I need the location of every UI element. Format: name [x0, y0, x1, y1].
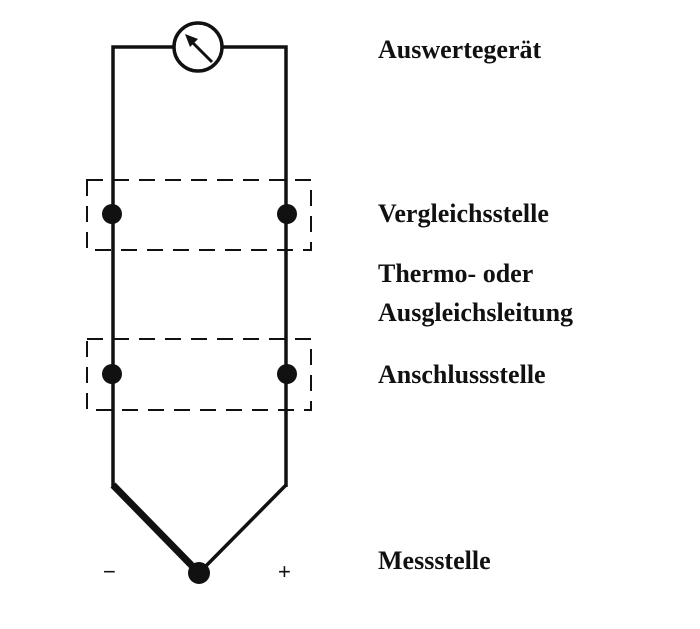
junction-dot: [102, 364, 122, 384]
label-meter: Auswertegerät: [378, 35, 542, 64]
junction-dot: [102, 204, 122, 224]
junction-dot: [277, 364, 297, 384]
label-cable-line2: Ausgleichsleitung: [378, 298, 574, 327]
junction-dot: [277, 204, 297, 224]
positive-leg: [197, 483, 288, 575]
negative-sign: −: [103, 559, 116, 584]
negative-leg: [110, 482, 202, 576]
reference-junction-box: [86, 179, 312, 251]
positive-sign: +: [278, 559, 291, 584]
meter-icon: [172, 21, 224, 73]
connection-box: [86, 338, 312, 411]
label-measuring-point: Messstelle: [378, 546, 491, 575]
label-connection-point: Anschlussstelle: [378, 360, 546, 389]
circuit-wire: [111, 45, 288, 487]
label-cable-line1: Thermo- oder: [378, 259, 534, 288]
label-reference-junction: Vergleichsstelle: [378, 199, 549, 228]
measuring-junction-dot: [188, 562, 210, 584]
